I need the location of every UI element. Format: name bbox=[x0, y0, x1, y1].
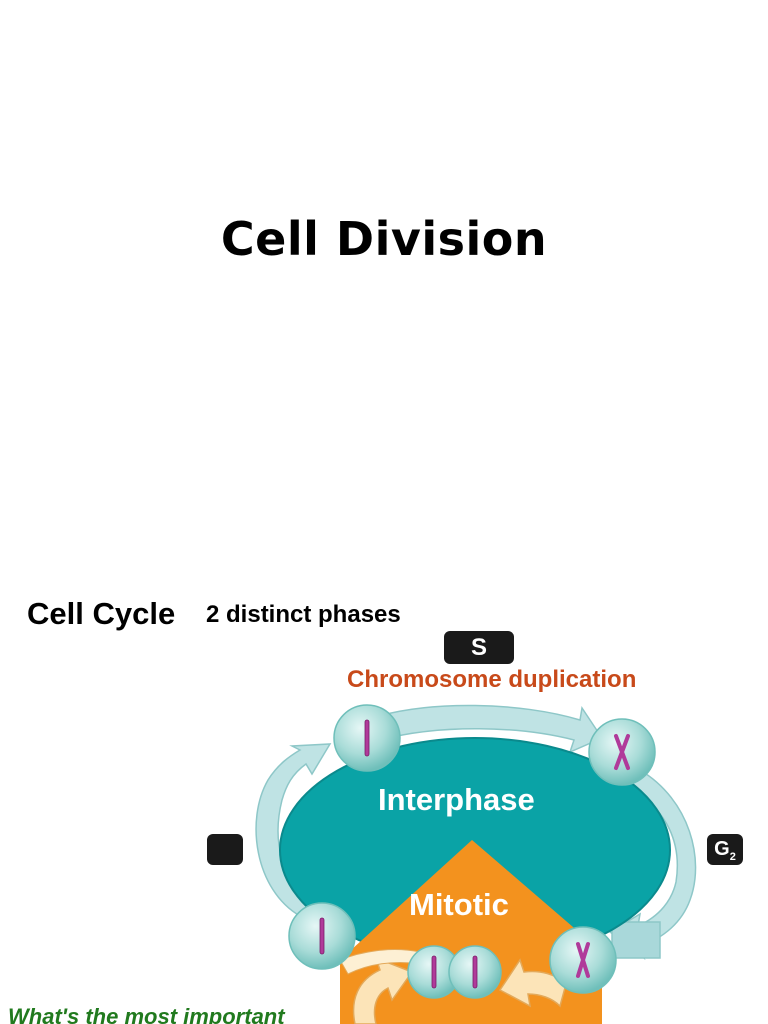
g2-phase-badge: G2 bbox=[707, 834, 743, 865]
cell-bottom-right bbox=[549, 926, 617, 994]
s-phase-caption: Chromosome duplication bbox=[347, 666, 637, 693]
cell-dividing-right bbox=[448, 945, 502, 999]
mitosis-arrows bbox=[339, 949, 567, 1024]
slide-cell-cycle: Cell Cycle 2 distinct phases bbox=[0, 560, 768, 1024]
g1-phase-badge bbox=[207, 834, 243, 865]
g2-subscript: 2 bbox=[729, 851, 736, 863]
s-phase-badge: S bbox=[444, 631, 514, 664]
cell-top-right bbox=[588, 718, 656, 786]
slide-cell-division: Cell Division bbox=[220, 212, 548, 266]
cell-left bbox=[288, 902, 356, 970]
cell-cycle-subtitle: 2 distinct phases bbox=[206, 601, 401, 628]
interphase-label: Interphase bbox=[378, 782, 535, 817]
question-text: What's the most important bbox=[8, 1004, 285, 1024]
mitotic-label: Mitotic bbox=[409, 887, 509, 922]
cell-cycle-title: Cell Cycle bbox=[27, 596, 176, 631]
cycle-arrow-ring bbox=[255, 704, 697, 961]
cell-top-left bbox=[333, 704, 401, 772]
cell-dividing-left bbox=[407, 945, 461, 999]
cell-cycle-diagram bbox=[255, 704, 697, 1024]
slide-title: Cell Division bbox=[220, 212, 548, 266]
g2-label: G bbox=[714, 838, 730, 860]
s-arrow bbox=[371, 704, 604, 754]
